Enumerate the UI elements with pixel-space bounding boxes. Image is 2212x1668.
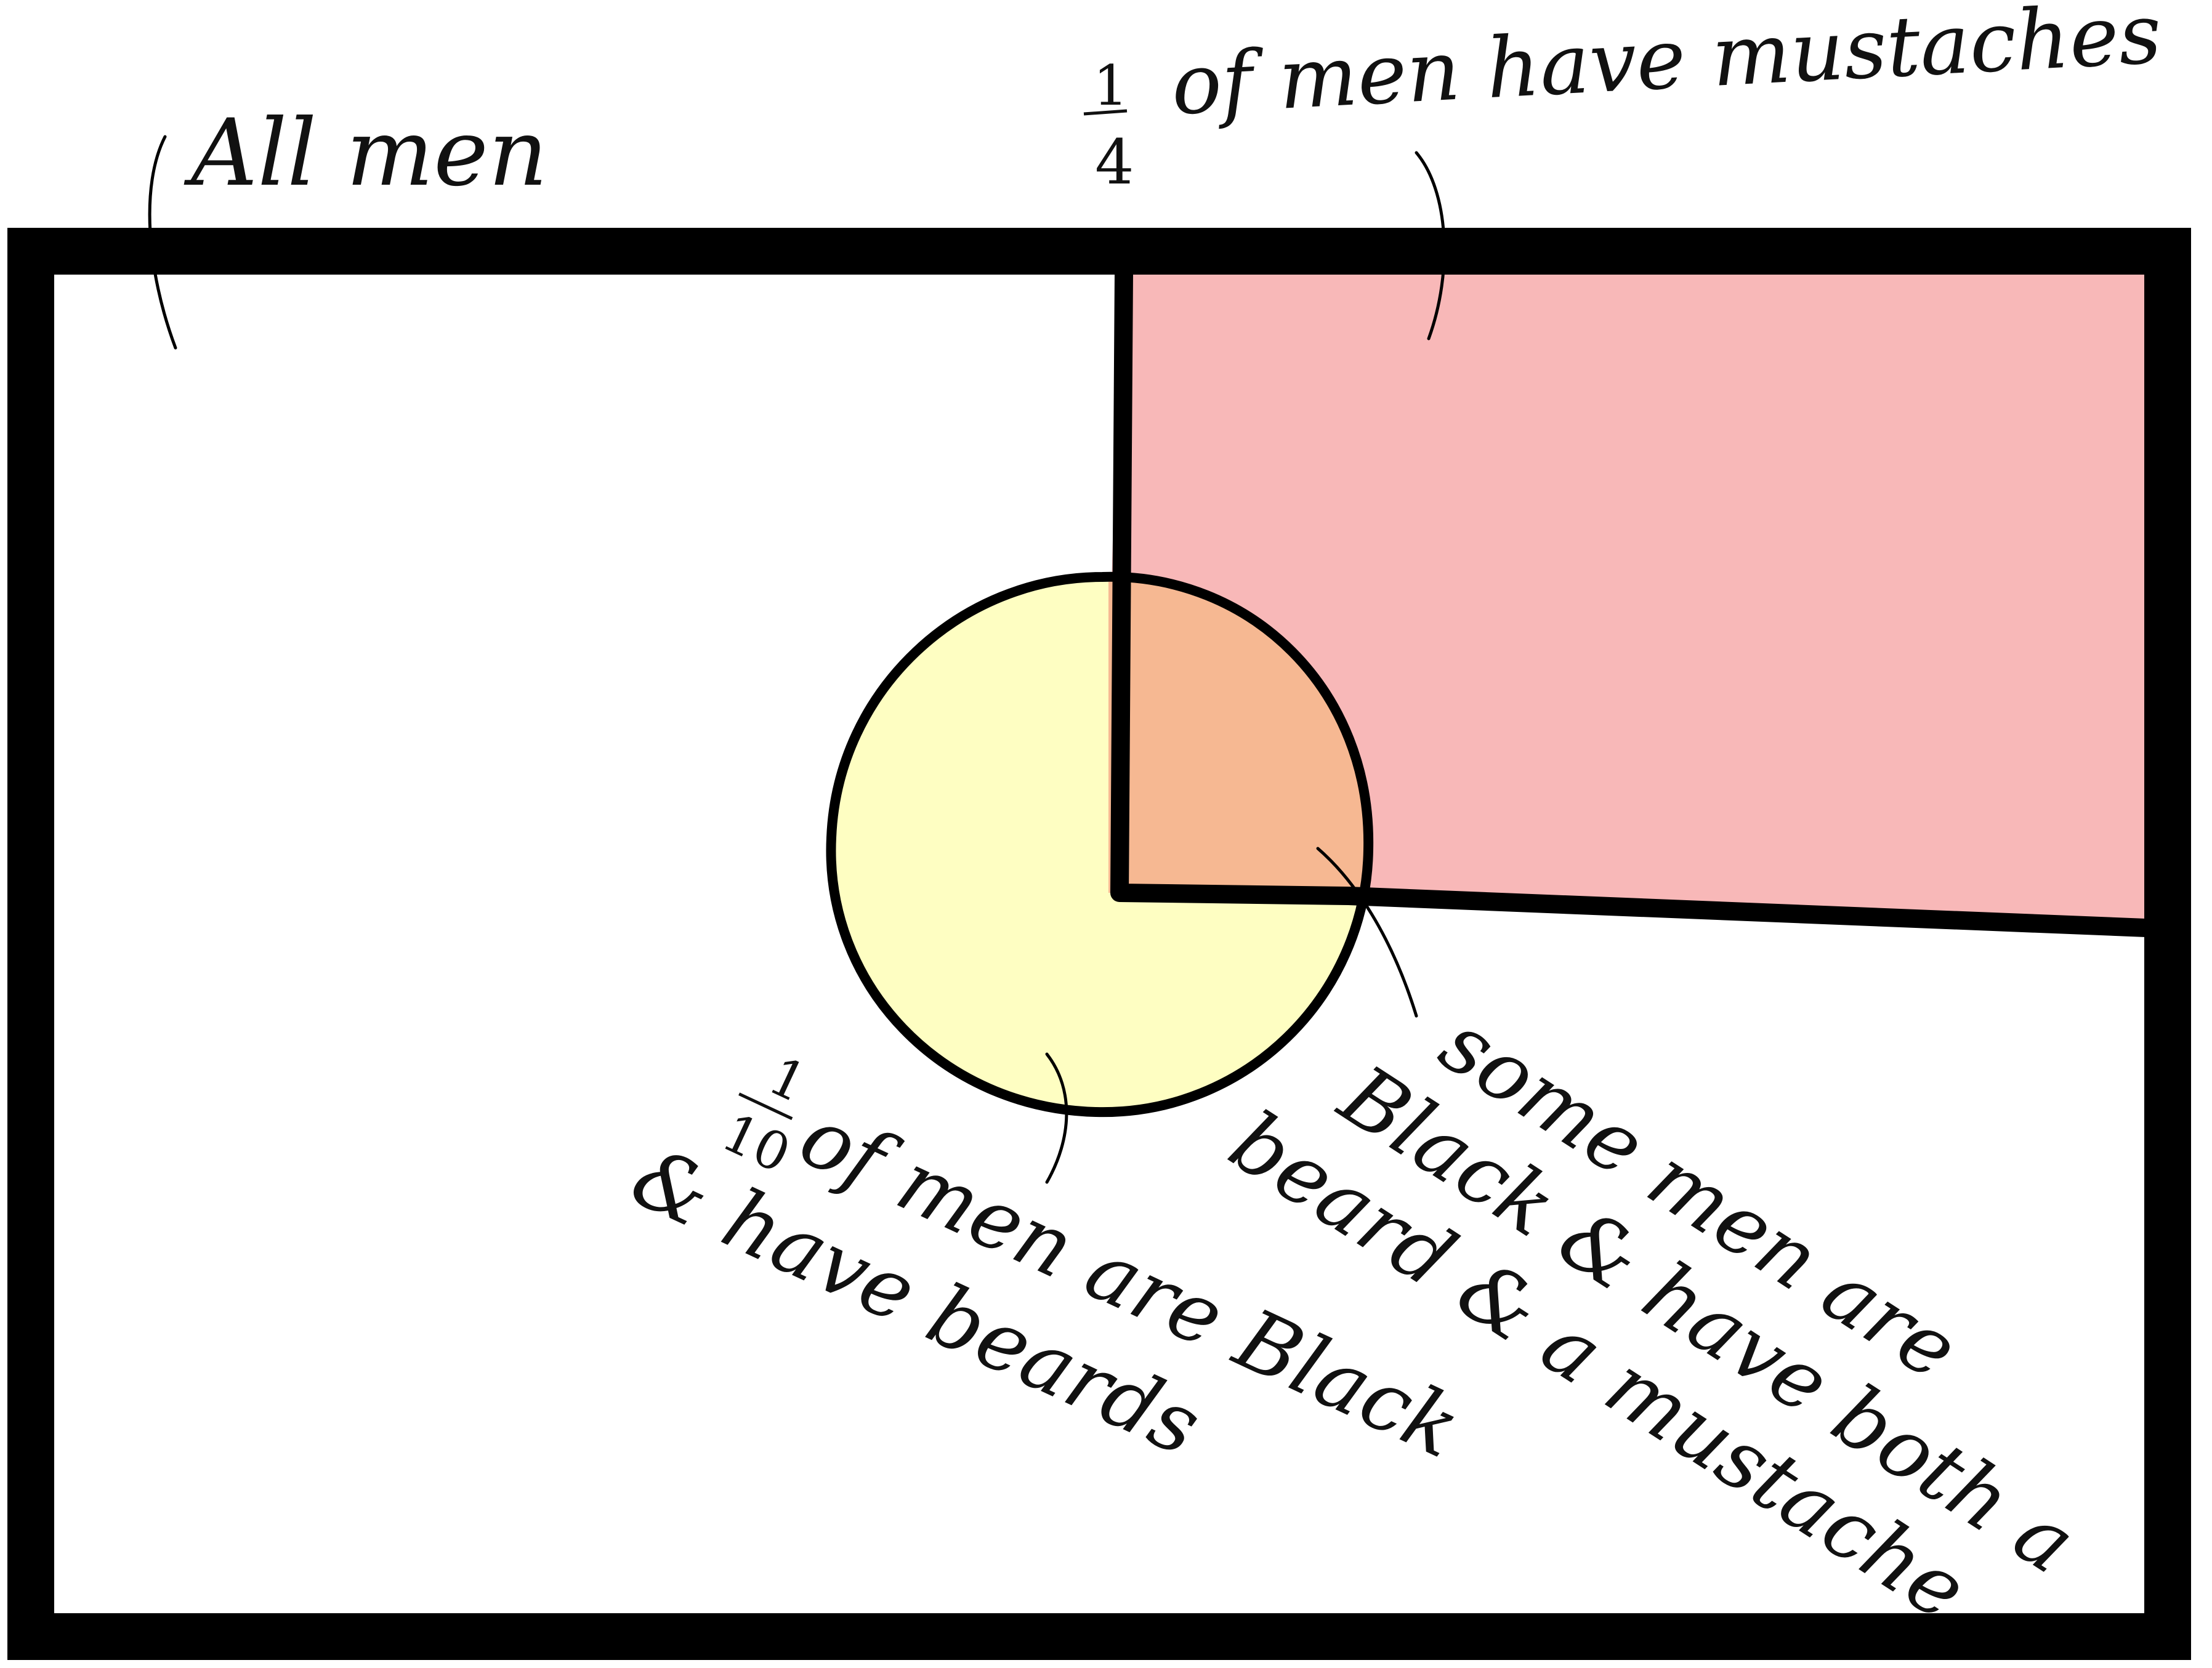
- all-men-label: All men: [184, 100, 548, 207]
- mustache-bracket: [1415, 151, 1446, 340]
- beard-leader-line: [1045, 1052, 1068, 1184]
- beard-fraction-bar: [738, 1092, 793, 1121]
- overlap-leader-line: [1316, 847, 1418, 1018]
- mustache-region: [1102, 271, 2162, 930]
- all-men-frame: [7, 228, 2191, 1660]
- mustache-fraction-numerator: 1: [1093, 54, 1128, 118]
- all-men-bracket: [148, 135, 177, 350]
- mustache-fraction-bar: [1083, 109, 1128, 116]
- overlap-region: [1108, 577, 1369, 893]
- mustache-region-outline: [1110, 265, 2171, 938]
- beard-circle-outline: [826, 571, 1374, 1118]
- mustache-fraction-denominator: 4: [1095, 126, 1134, 198]
